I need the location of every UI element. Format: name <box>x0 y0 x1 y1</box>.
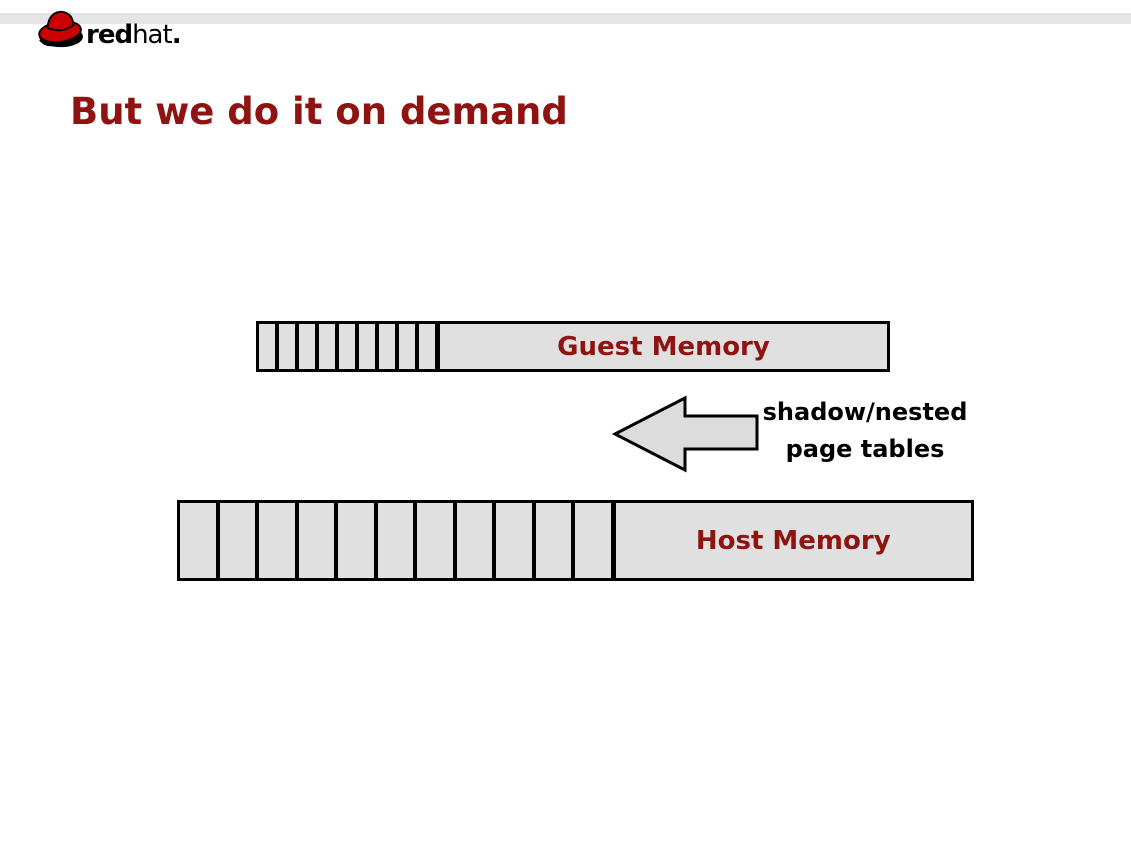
redhat-wordmark: redhat. <box>86 20 182 50</box>
arrow-label: shadow/nested page tables <box>758 394 972 468</box>
memory-page-cell <box>399 324 419 369</box>
memory-page-cell <box>378 503 417 578</box>
memory-page-cell <box>536 503 575 578</box>
memory-page-cell <box>457 503 496 578</box>
memory-page-cell <box>496 503 536 578</box>
host-memory-pages <box>180 503 616 578</box>
memory-page-cell <box>299 324 319 369</box>
guest-memory-pages <box>259 324 440 369</box>
memory-page-cell <box>339 324 359 369</box>
memory-page-cell <box>180 503 220 578</box>
wordmark-period: . <box>171 20 182 50</box>
memory-page-cell <box>259 503 299 578</box>
memory-page-cell <box>419 324 440 369</box>
redhat-logo: redhat. <box>36 4 182 50</box>
header-band <box>0 13 1131 24</box>
memory-page-cell <box>259 324 279 369</box>
guest-memory-bar: Guest Memory <box>256 321 890 372</box>
wordmark-red: red <box>86 20 133 50</box>
wordmark-hat: hat <box>132 20 173 50</box>
host-memory-bar: Host Memory <box>177 500 974 581</box>
memory-page-cell <box>220 503 259 578</box>
guest-memory-label: Guest Memory <box>557 331 770 362</box>
memory-page-cell <box>417 503 457 578</box>
host-memory-label: Host Memory <box>695 525 891 556</box>
memory-page-cell <box>338 503 378 578</box>
memory-page-cell <box>359 324 379 369</box>
arrow-label-line2: page tables <box>785 435 945 463</box>
memory-page-cell <box>379 324 399 369</box>
memory-page-cell <box>575 503 616 578</box>
memory-page-cell <box>279 324 299 369</box>
memory-page-cell <box>319 324 339 369</box>
page-title: But we do it on demand <box>70 90 568 133</box>
left-block-arrow-icon <box>612 395 760 473</box>
redhat-fedora-icon <box>36 6 86 50</box>
memory-page-cell <box>299 503 338 578</box>
arrow-label-line1: shadow/nested <box>762 398 968 426</box>
